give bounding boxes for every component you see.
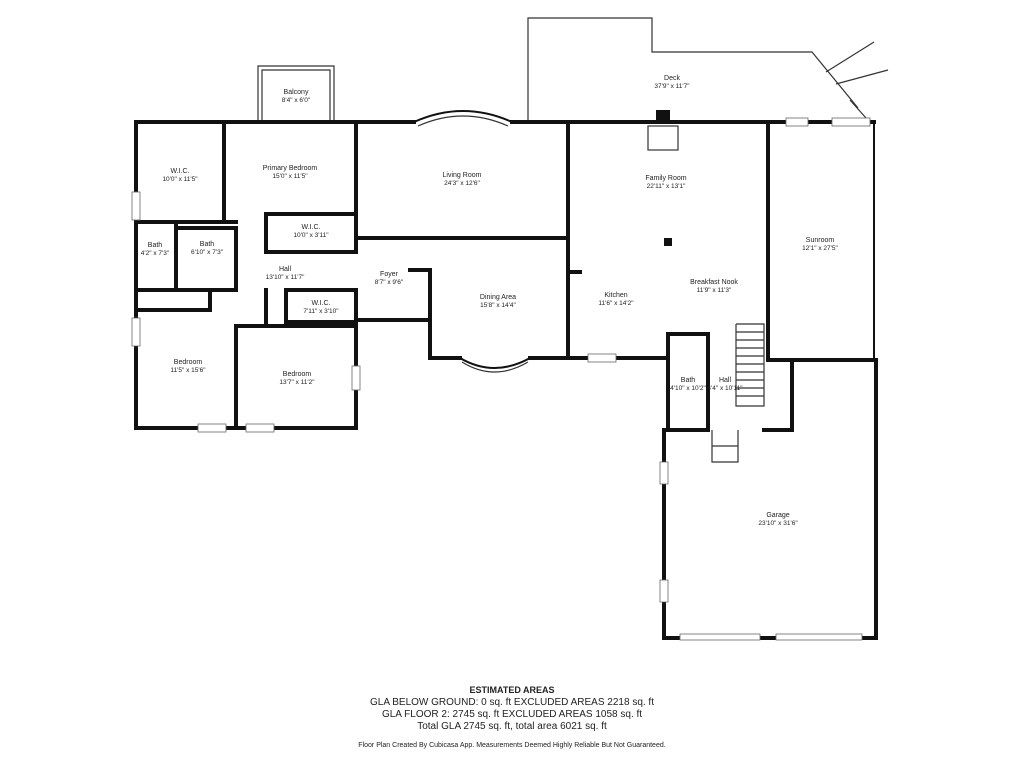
room-size-bath-small: 4'2" x 7'3" <box>141 250 170 257</box>
gla-floor-2-line: GLA FLOOR 2: 2745 sq. ft EXCLUDED AREAS … <box>381 709 643 720</box>
room-name-deck: Deck <box>664 75 680 82</box>
room-size-primary-bedroom: 15'0" x 11'5" <box>272 173 308 180</box>
column <box>664 238 672 246</box>
room-name-living-room: Living Room <box>443 172 482 179</box>
exterior-wall-left <box>134 120 358 430</box>
estimated-areas-title: ESTIMATED AREAS <box>469 685 555 695</box>
room-size-bath-mid: 6'10" x 7'3" <box>191 249 224 256</box>
room-size-hall-right: 4'4" x 10'11" <box>707 385 743 392</box>
room-size-breakfast-nook: 11'9" x 11'3" <box>697 287 732 294</box>
room-size-wic-hall: 7'11" x 3'10" <box>303 308 339 315</box>
room-name-kitchen: Kitchen <box>604 292 627 299</box>
garage-door <box>775 633 863 641</box>
room-size-bedroom-mid: 13'7" x 11'2" <box>279 379 315 386</box>
credit-footer: Floor Plan Created By Cubicasa App. Meas… <box>358 742 666 749</box>
room-size-balcony: 8'4" x 6'0" <box>282 97 311 104</box>
room-name-hall-left: Hall <box>279 266 292 273</box>
room-name-wic-left: W.I.C. <box>170 168 189 175</box>
room-name-primary-bedroom: Primary Bedroom <box>263 165 318 172</box>
room-size-kitchen: 11'6" x 14'2" <box>598 300 634 307</box>
room-size-bath-right: 4'10" x 10'2" <box>670 385 706 392</box>
room-name-bath-right: Bath <box>681 377 696 384</box>
room-name-bath-small: Bath <box>148 242 163 249</box>
room-size-garage: 23'10" x 31'6" <box>758 520 798 527</box>
room-name-bedroom-left: Bedroom <box>174 359 203 366</box>
dining-bay-window <box>459 357 531 369</box>
room-name-wic-primary: W.I.C. <box>301 224 320 231</box>
room-size-hall-left: 13'10" x 11'7" <box>266 274 305 281</box>
estimated-areas: ESTIMATED AREAS GLA BELOW GROUND: 0 sq. … <box>0 684 1024 733</box>
balcony-outline <box>257 65 335 122</box>
room-size-deck: 37'9" x 11'7" <box>654 83 690 90</box>
gla-below-ground-line: GLA BELOW GROUND: 0 sq. ft EXCLUDED AREA… <box>370 697 654 708</box>
room-name-bedroom-mid: Bedroom <box>283 371 312 378</box>
garage-door <box>679 633 761 641</box>
total-gla-line: Total GLA 2745 sq. ft, total area 6021 s… <box>417 721 607 732</box>
room-name-family-room: Family Room <box>645 175 686 182</box>
floor-plan: Balcony 8'4" x 6'0" Deck 37'9" x 11'7" W… <box>131 17 889 641</box>
room-size-foyer: 8'7" x 9'6" <box>375 279 404 286</box>
deck-outline <box>527 17 859 122</box>
living-bay-window <box>413 110 513 123</box>
room-size-sunroom: 12'1" x 27'5" <box>802 245 838 252</box>
room-size-family-room: 22'11" x 13'1" <box>647 183 686 190</box>
room-name-breakfast-nook: Breakfast Nook <box>690 279 738 286</box>
room-name-bath-mid: Bath <box>200 241 215 248</box>
room-name-hall-right: Hall <box>719 377 732 384</box>
deck-stair-rail <box>849 99 867 119</box>
room-name-wic-hall: W.I.C. <box>311 300 330 307</box>
room-size-bedroom-left: 11'5" x 15'6" <box>170 367 206 374</box>
room-name-balcony: Balcony <box>284 89 309 96</box>
room-size-living-room: 24'3" x 12'6" <box>444 180 480 187</box>
room-name-sunroom: Sunroom <box>806 237 835 244</box>
room-name-foyer: Foyer <box>380 271 399 278</box>
room-size-dining-area: 15'8" x 14'4" <box>480 302 516 309</box>
fireplace <box>647 125 679 151</box>
deck-stair-rail <box>835 69 889 85</box>
chimney <box>656 110 670 122</box>
room-name-garage: Garage <box>766 512 789 519</box>
staircase <box>735 323 765 407</box>
stair-treads <box>736 331 764 397</box>
room-name-dining-area: Dining Area <box>480 294 516 301</box>
room-size-wic-primary: 10'0" x 3'11" <box>293 232 329 239</box>
room-size-wic-left: 10'0" x 11'5" <box>162 176 198 183</box>
deck-stair-rail <box>825 41 875 73</box>
